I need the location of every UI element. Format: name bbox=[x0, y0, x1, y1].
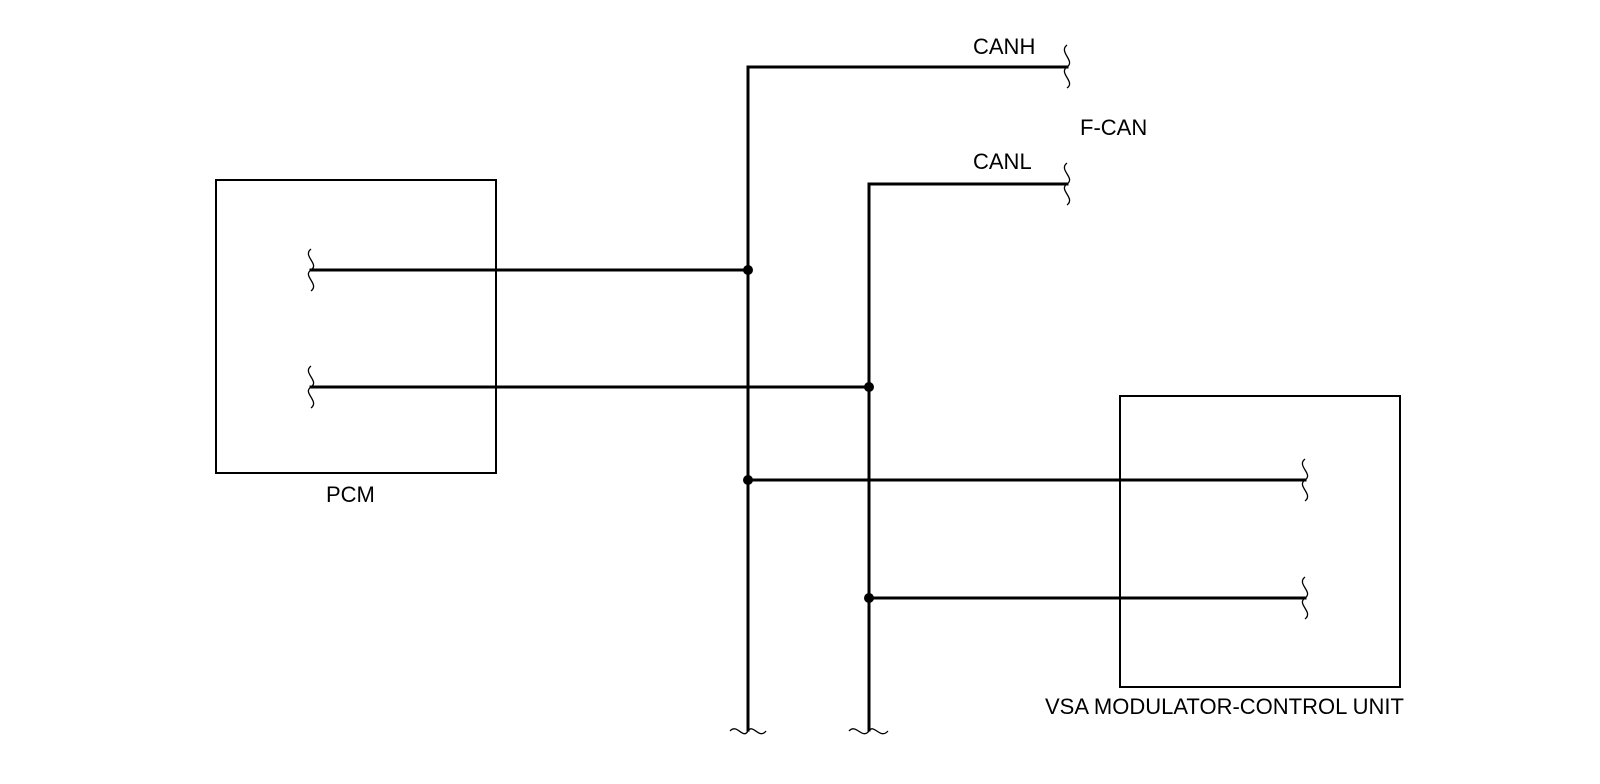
canh-trunk bbox=[746, 65, 1069, 732]
vsa-canl-break bbox=[1301, 576, 1309, 620]
bus-label: F-CAN bbox=[1080, 115, 1147, 140]
pcm-canl-break bbox=[307, 365, 315, 409]
pcm-box bbox=[215, 179, 497, 474]
canl-label: CANL bbox=[973, 149, 1032, 174]
canl-trunk bbox=[867, 182, 1069, 732]
canh-label: CANH bbox=[973, 34, 1035, 59]
canl-vsa-junction bbox=[864, 593, 874, 603]
vsa-canh-break bbox=[1301, 458, 1309, 502]
canl-end-break bbox=[1063, 162, 1071, 206]
pcm-label: PCM bbox=[326, 482, 375, 507]
vsa-box bbox=[1119, 395, 1401, 688]
vsa-label: VSA MODULATOR-CONTROL UNIT bbox=[1045, 694, 1404, 719]
canl-pcm-junction bbox=[864, 382, 874, 392]
pcm-canh-break bbox=[307, 248, 315, 292]
canh-end-break bbox=[1063, 44, 1071, 89]
canh-pcm-junction bbox=[743, 265, 753, 275]
canh-vsa-junction bbox=[743, 475, 753, 485]
canl-bottom-break bbox=[848, 728, 889, 735]
canh-bottom-break bbox=[729, 728, 767, 735]
